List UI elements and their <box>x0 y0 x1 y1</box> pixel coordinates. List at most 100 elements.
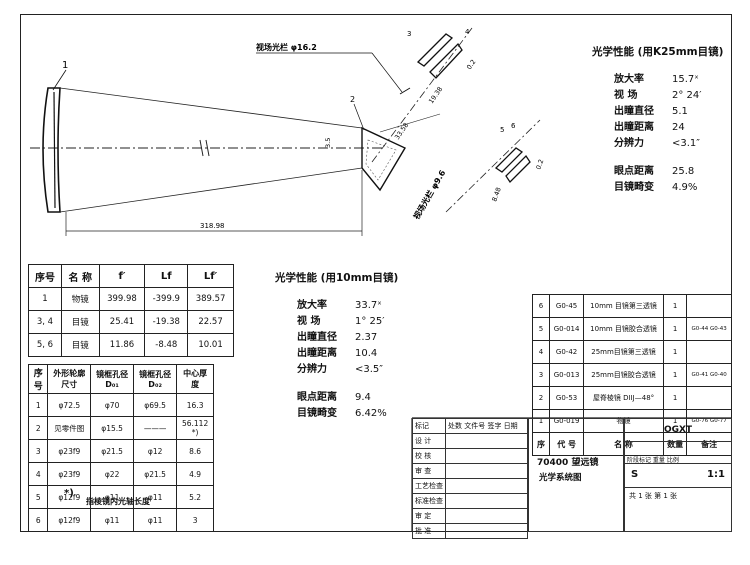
field-stop-2-label: 视场光栏 φ9.6 <box>411 168 447 221</box>
perf10-label: 出瞳直径 <box>297 332 337 343</box>
perf10-value: 6.42% <box>355 408 387 419</box>
header-cell: 外形轮廓尺寸 <box>47 364 92 394</box>
axis-break-mark <box>199 139 204 157</box>
perf10-label: 目镜畸变 <box>297 408 337 419</box>
perf25-label: 视 场 <box>614 90 638 101</box>
table-cell: 22.57 <box>187 310 234 334</box>
stage-mark: S <box>631 469 639 480</box>
dim-a-label: 19.38 <box>427 85 444 105</box>
table-cell: φ22 <box>90 462 135 486</box>
table-cell: 目镜 <box>60 333 100 357</box>
tb-row-label: 校 核 <box>412 448 446 464</box>
table-cell: 10mm 目镜第三透镜 <box>583 294 664 318</box>
title-info-cell: OGXT 阶段标记 重量 比例 S 1:1 共 1 张 第 1 张 <box>624 418 732 532</box>
table-cell: 1 <box>27 393 49 417</box>
table-cell: G0-013 <box>548 363 585 387</box>
header-cell: 代 号 <box>548 432 585 456</box>
table-cell: φ21.5 <box>133 462 178 486</box>
tb-row-label: 审 查 <box>412 463 446 479</box>
drawing-name-2: 光学系统图 <box>539 473 582 483</box>
table-cell: 10mm 目镜胶合透镜 <box>583 317 664 341</box>
header-cell: 镜框孔径 D₀₁ <box>90 364 135 394</box>
field-stop-1-label: 视场光栏 φ16.2 <box>256 42 317 52</box>
table-cell: 3, 4 <box>28 310 62 334</box>
dim-main-label: 318.98 <box>200 222 225 230</box>
perf10-value: 10.4 <box>355 348 378 359</box>
tb-sub-header: 阶段标记 重量 比例 <box>627 457 679 464</box>
table-cell: G0-53 <box>548 386 585 410</box>
table-cell: φ72.5 <box>47 393 92 417</box>
table-cell: 6 <box>532 294 550 318</box>
header-cell: 备注 <box>686 432 732 456</box>
dim-line-a <box>379 113 441 133</box>
table-cell: 5.2 <box>176 485 214 509</box>
table-cell <box>686 340 732 364</box>
objective-cement-line <box>53 91 56 209</box>
table-cell: φ21.5 <box>90 439 135 463</box>
table-row: 1 物镜 399.98 -399.9 389.57 <box>28 287 234 311</box>
field-stop-1-leader <box>371 52 403 93</box>
roof-prism <box>361 126 406 192</box>
drawing-sheet <box>20 14 732 532</box>
header-cell: 名 称 <box>60 264 100 288</box>
header-cell: f′ <box>98 264 146 288</box>
perf25-label: 出瞳距离 <box>614 122 654 133</box>
table-cell <box>686 294 732 318</box>
header-cell: 数量 <box>662 432 688 456</box>
table-cell: 10.01 <box>187 333 234 357</box>
dim-d-label: 0.2 <box>534 158 545 170</box>
perf25-title: 光学性能 (用K25mm目镜) <box>592 46 724 58</box>
part2-label: 2 <box>350 95 355 104</box>
table-cell <box>686 386 732 410</box>
eyepiece1-lens4 <box>429 42 463 79</box>
table-cell: 11.86 <box>98 333 146 357</box>
table-cell: 1 <box>28 287 62 311</box>
perf25-value: <3.1″ <box>672 138 701 149</box>
part4-label: 4 <box>465 28 470 36</box>
table-cell: 389.57 <box>187 287 234 311</box>
perf25-value: 4.9% <box>672 182 698 193</box>
part6-label: 6 <box>511 122 516 130</box>
perf10-value: <3.5″ <box>355 364 384 375</box>
perf25-value: 5.1 <box>672 106 688 117</box>
perf25-label: 分辨力 <box>614 138 644 149</box>
table-cell: 4.9 <box>176 462 214 486</box>
perf10-label: 分辨力 <box>297 364 327 375</box>
table-cell: φ15.5 <box>90 416 135 440</box>
tb-row-label: 标记 <box>412 418 446 434</box>
table-cell: 1 <box>662 363 688 387</box>
perf10-value: 9.4 <box>355 392 371 403</box>
table-cell: -399.9 <box>144 287 189 311</box>
eyepiece-axis-1 <box>371 27 473 163</box>
ray-lower <box>59 167 363 213</box>
table-cell: 目镜 <box>60 310 100 334</box>
table-cell: φ69.5 <box>133 393 178 417</box>
perf10-label: 视 场 <box>297 316 321 327</box>
footnote-text: 指棱镜内光轴长度 <box>86 497 150 506</box>
perf10-label: 出瞳距离 <box>297 348 337 359</box>
sheet-count: 共 1 张 第 1 张 <box>629 492 678 500</box>
table-cell: 1 <box>662 294 688 318</box>
perf25-label: 目镜畸变 <box>614 182 654 193</box>
focal-table-header: 序号 名 称 f′ Lf Lf′ <box>28 264 234 288</box>
header-cell: 中心厚度 <box>176 364 214 394</box>
part1-label: 1 <box>62 60 68 71</box>
perf10-label: 放大率 <box>297 300 327 311</box>
table-row: 3, 4 目镜 25.41 -19.38 22.57 <box>28 310 234 334</box>
table-cell: 5 <box>532 317 550 341</box>
table-cell: φ12 <box>133 439 178 463</box>
table-cell: 1 <box>662 386 688 410</box>
perf25-label: 出瞳直径 <box>614 106 654 117</box>
table-cell: 25.41 <box>98 310 146 334</box>
table-cell: 25mm目镜第三透镜 <box>583 340 664 364</box>
objective-lens <box>42 87 61 213</box>
axis-break-mark <box>205 139 210 157</box>
table-cell: 3 <box>27 439 49 463</box>
